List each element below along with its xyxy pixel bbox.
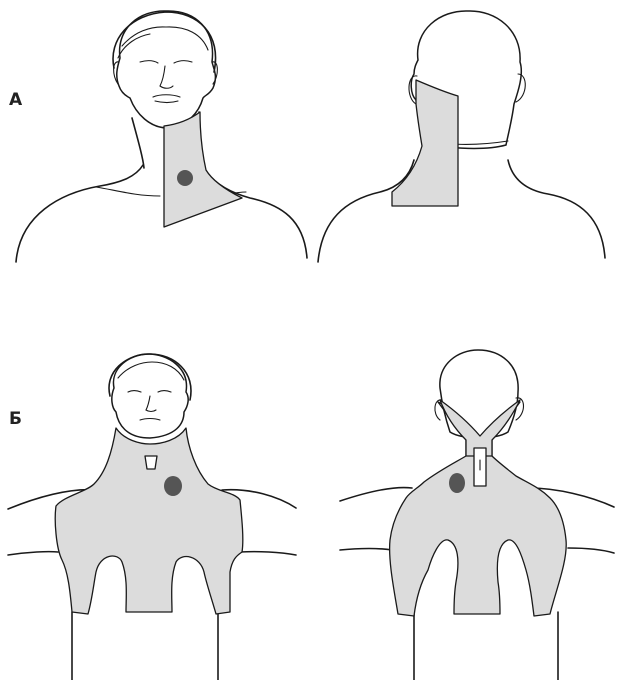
panel-label-b: Б [9,409,22,429]
panel-b-back-view [340,350,614,680]
panel-a-front-neck-left [132,118,144,168]
panel-b-front-larynx-block [145,456,157,469]
panel-a-front-view [16,11,307,262]
panel-a-front-head [117,11,216,128]
panel-b-back-head [440,350,518,438]
panel-a-back-torso-outline [318,160,414,262]
panel-a-back-view [318,11,605,262]
panel-a-front-target [177,170,193,186]
panel-a-front-field [164,112,242,227]
panel-b-front-view [8,354,296,680]
panel-b-back-target [449,473,465,493]
panel-a-back-field [392,80,458,206]
panel-label-a: А [9,90,22,110]
panel-b-front-target [164,476,182,496]
panel-a-front-torso-outline [16,165,143,262]
